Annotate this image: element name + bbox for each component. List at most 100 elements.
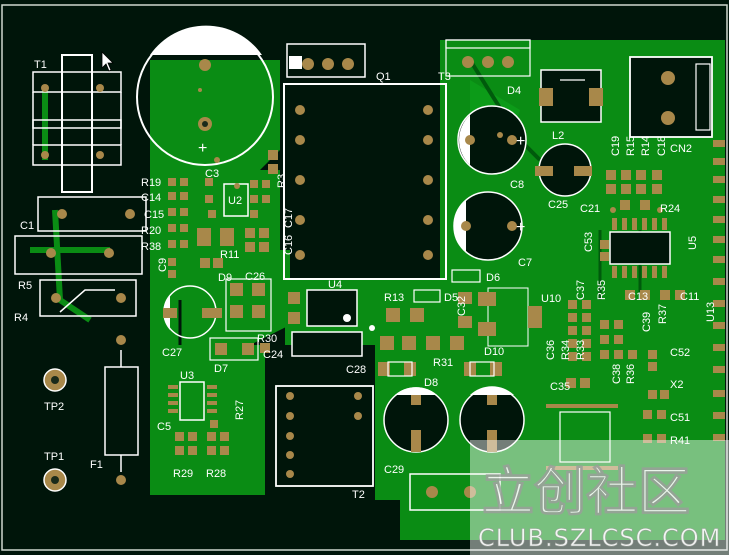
label-c36: C36 [545, 340, 557, 360]
watermark: 立创社区 CLUB.SZLCSC.COM [470, 440, 729, 555]
connector-bottom[interactable] [409, 473, 501, 511]
fuse-f1[interactable] [104, 335, 139, 485]
capacitor-bulk-top[interactable] [136, 25, 274, 166]
resistor-r4[interactable] [39, 279, 137, 317]
label-r15: R15 [625, 136, 637, 156]
testpoint-tp1[interactable] [43, 468, 67, 492]
chip-qfp[interactable] [546, 404, 618, 470]
label-c8: C8 [510, 179, 524, 191]
smd-cluster-right[interactable] [566, 170, 685, 443]
chip-u4[interactable] [291, 289, 375, 357]
header-t3[interactable] [445, 39, 531, 77]
label-l2: L2 [552, 130, 564, 142]
label-r38: R38 [141, 241, 161, 253]
label-c14: C14 [141, 192, 161, 204]
connector-cn2[interactable] [629, 56, 713, 138]
label-r27: R27 [234, 400, 246, 420]
inductor-l2[interactable] [539, 69, 603, 123]
capacitor-c8[interactable] [457, 105, 527, 175]
label-u4: U4 [328, 279, 342, 291]
label-d5: D5 [444, 292, 458, 304]
label-c51: C51 [670, 412, 690, 424]
label-c18: C18 [656, 136, 668, 156]
label-c38: C38 [611, 364, 623, 384]
label-r5: R5 [18, 280, 32, 292]
label-c11: C11 [680, 291, 699, 303]
label-c19: C19 [610, 136, 622, 156]
label-r19: R19 [141, 177, 161, 189]
label-c9: C9 [157, 258, 169, 272]
label-f1: F1 [90, 459, 103, 471]
label-c27: C27 [162, 347, 182, 359]
mouse-cursor-icon [101, 51, 114, 72]
label-c1: C1 [20, 220, 34, 232]
label-c28: C28 [346, 364, 366, 376]
plus-mark: + [198, 140, 207, 157]
label-r3: R3 [276, 174, 288, 188]
label-r4: R4 [14, 312, 28, 324]
label-c24: C24 [263, 349, 283, 361]
label-r41: R41 [670, 435, 690, 447]
transformer-t2[interactable] [275, 385, 374, 487]
label-c35: C35 [550, 381, 570, 393]
smd-cluster-center[interactable] [378, 292, 502, 376]
label-t2: T2 [352, 489, 365, 501]
capacitor-c7[interactable] [453, 191, 523, 261]
label-c25: C25 [548, 199, 568, 211]
resistor-r5[interactable] [14, 235, 143, 275]
label-tp1: TP1 [44, 451, 64, 463]
watermark-url: CLUB.SZLCSC.COM [478, 524, 721, 552]
chip-u5[interactable] [609, 218, 671, 278]
label-c16: C16 [283, 235, 295, 255]
label-r13: R13 [384, 292, 404, 304]
label-c32: C32 [456, 296, 468, 316]
label-c7: C7 [518, 257, 532, 269]
label-c15: C15 [144, 209, 164, 221]
watermark-brand: 立创社区 [482, 463, 690, 523]
transformer-t1[interactable] [32, 54, 122, 193]
diode-d6[interactable] [451, 269, 481, 283]
label-u5: U5 [687, 236, 699, 250]
label-x2: X2 [670, 379, 683, 391]
capacitor-c25[interactable] [535, 143, 592, 197]
label-c21: C21 [580, 203, 600, 215]
smd-cluster-mid-left[interactable] [215, 283, 300, 355]
label-r36: R36 [625, 364, 637, 384]
smd-cluster-left[interactable] [168, 150, 278, 278]
label-c26: C26 [245, 271, 265, 283]
label-r24: R24 [660, 203, 680, 215]
label-r29: R29 [173, 468, 193, 480]
label-t3: T3 [438, 71, 451, 83]
label-r20: R20 [141, 225, 161, 237]
label-t1: T1 [34, 59, 47, 71]
label-c29: C29 [384, 464, 404, 476]
testpoint-tp2[interactable] [43, 368, 67, 392]
header-u13[interactable] [713, 140, 725, 441]
label-r28: R28 [206, 468, 226, 480]
board-outline [1, 4, 728, 551]
label-r33: R33 [575, 340, 587, 360]
label-d8: D8 [424, 377, 438, 389]
diode-d5[interactable] [413, 289, 441, 303]
capacitor-c27[interactable] [163, 285, 222, 339]
label-tp2: TP2 [44, 401, 64, 413]
label-c53: C53 [583, 232, 595, 252]
transformer-q1[interactable] [283, 43, 447, 280]
plus-mark: + [516, 133, 525, 150]
chip-u10[interactable] [478, 287, 542, 347]
label-d7: D7 [214, 363, 228, 375]
label-c52: C52 [670, 347, 690, 359]
label-r34: R34 [560, 340, 572, 360]
label-d4: D4 [507, 85, 521, 97]
chip-u3[interactable] [168, 381, 229, 455]
capacitor-d10[interactable] [459, 386, 525, 453]
label-c3: C3 [205, 168, 219, 180]
label-cn2: CN2 [670, 143, 692, 155]
capacitor-c29[interactable] [383, 387, 449, 453]
capacitor-c1[interactable] [37, 196, 147, 232]
silkscreen-labels: T1 C1 R5 R4 TP2 TP1 F1 R19 C14 C15 R20 R… [14, 59, 717, 501]
label-u2: U2 [228, 195, 242, 207]
label-d10: D10 [484, 346, 504, 358]
